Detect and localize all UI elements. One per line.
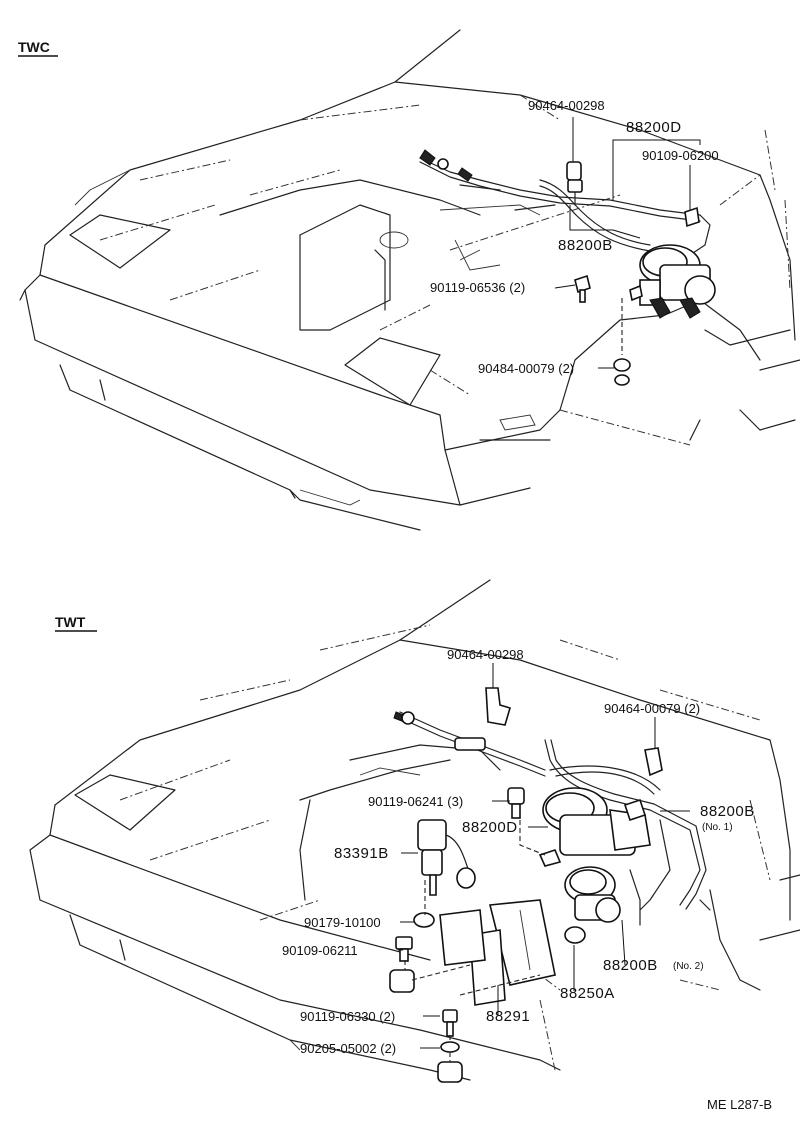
label-88200D: 88200D <box>626 119 682 136</box>
bottom-leader-lines <box>398 663 690 1062</box>
bottom-sensor-83391B <box>417 819 476 896</box>
bottom-small-parts <box>389 687 663 1083</box>
bottom-bracket <box>439 899 556 1006</box>
section-title-twc: TWC <box>18 39 50 55</box>
label-88200B-no1-note: (No. 1) <box>702 822 733 833</box>
label-90179-10100: 90179-10100 <box>304 915 381 930</box>
label-90464-00298: 90464-00298 <box>528 98 605 113</box>
label-88200D: 88200D <box>462 819 518 836</box>
label-88291: 88291 <box>486 1008 530 1025</box>
label-88250A: 88250A <box>560 985 615 1002</box>
label-90119-06241: 90119-06241 (3) <box>368 794 463 809</box>
bottom-vsv-assembly <box>542 787 651 944</box>
top-vacuum-hoses <box>419 157 711 256</box>
top-leader-lines <box>554 117 701 369</box>
label-90464-00079: 90464-00079 (2) <box>604 701 700 716</box>
top-small-parts <box>419 149 700 386</box>
label-83391B: 83391B <box>334 845 389 862</box>
label-90484-00079: 90484-00079 (2) <box>478 361 574 376</box>
section-title-twt: TWT <box>55 614 86 630</box>
label-90109-06211: 90109-06211 <box>282 943 358 958</box>
label-88200B-no2: 88200B <box>603 957 658 974</box>
top-car-body <box>19 29 800 531</box>
label-90119-06536: 90119-06536 (2) <box>430 280 525 295</box>
label-90464-00298: 90464-00298 <box>447 647 524 662</box>
diagram-code: ME L287-B <box>707 1097 772 1112</box>
label-90109-06200: 90109-06200 <box>642 148 719 163</box>
label-90205-05002: 90205-05002 (2) <box>300 1041 396 1056</box>
bottom-car-body <box>29 579 800 1081</box>
label-88200B-no1: 88200B <box>700 803 755 820</box>
label-88200B: 88200B <box>558 237 613 254</box>
top-vsv-assembly <box>639 244 716 319</box>
label-90119-06330: 90119-06330 (2) <box>300 1009 395 1024</box>
label-88200B-no2-note: (No. 2) <box>673 961 704 972</box>
